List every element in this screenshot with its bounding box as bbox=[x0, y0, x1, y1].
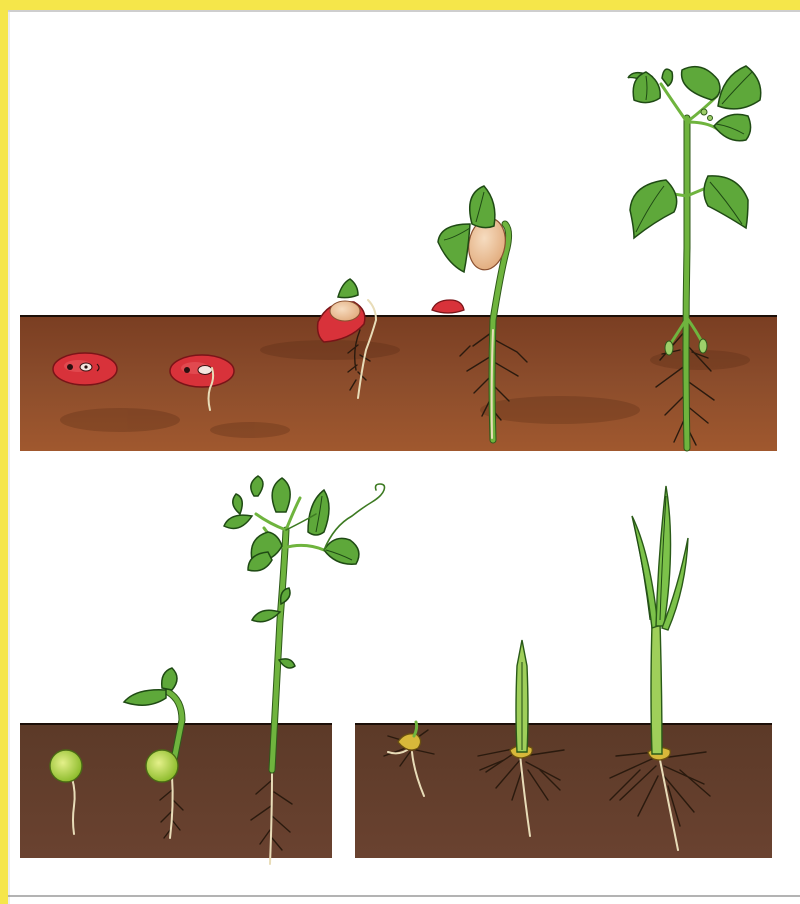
border-left bbox=[0, 0, 8, 904]
bean-seed-stage-1 bbox=[53, 353, 117, 385]
border-top bbox=[0, 0, 800, 10]
